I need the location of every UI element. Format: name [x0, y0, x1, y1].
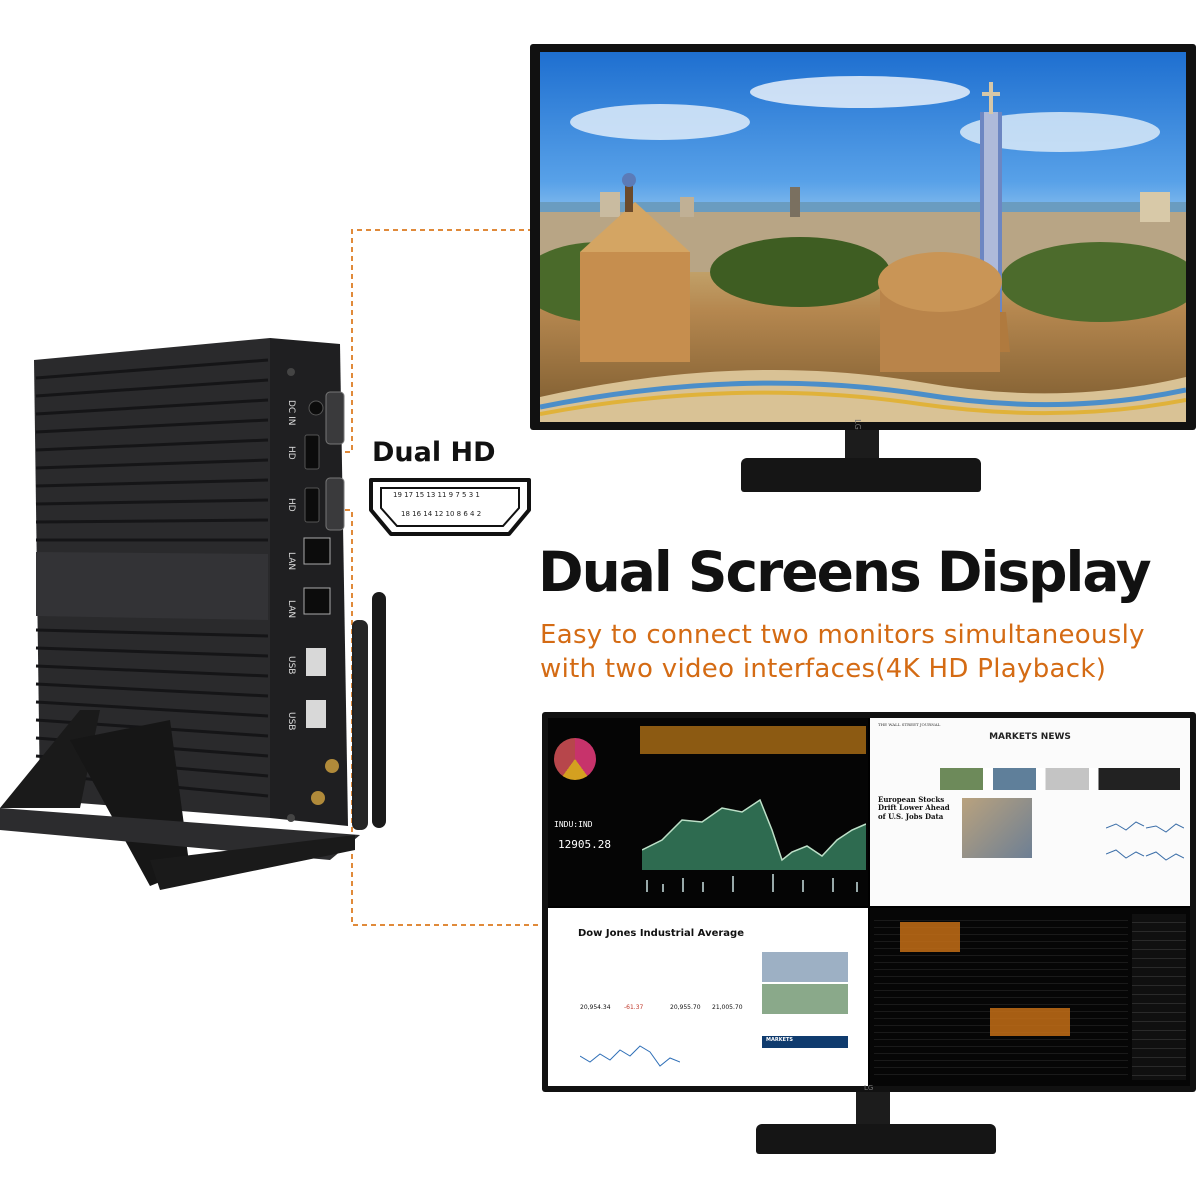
terminal-highlight-1 — [900, 922, 960, 952]
hdmi-pins-top: 19 17 15 13 11 9 7 5 3 1 — [393, 491, 480, 499]
hdmi-connector-icon: 19 17 15 13 11 9 7 5 3 1 18 16 14 12 10 … — [365, 476, 535, 538]
news-headline: European Stocks Drift Lower Ahead of U.S… — [878, 795, 950, 821]
headline: Dual Screens Display — [538, 540, 1152, 604]
hdmi-pins-bottom: 18 16 14 12 10 8 6 4 2 — [401, 510, 482, 518]
price-area-chart — [642, 798, 866, 892]
top-monitor-screen — [540, 52, 1186, 422]
dow-photos — [762, 952, 848, 1014]
news-photo — [962, 798, 1032, 858]
monitor-logo: LG — [852, 419, 862, 430]
port-label-usb-2: USB — [286, 712, 296, 731]
markets-box-label: MARKETS — [766, 1037, 793, 1043]
donut-chart — [554, 738, 596, 780]
terminal-chart-panel: INDU:IND 12905.28 — [548, 718, 868, 906]
terminal-highlight-2 — [990, 1008, 1070, 1036]
dual-hd-label: Dual HD — [372, 437, 496, 468]
terminal-header-bar — [640, 726, 866, 754]
markets-news-title: MARKETS NEWS — [989, 732, 1071, 742]
ticker-symbol: INDU:IND — [554, 820, 593, 829]
bottom-monitor-base — [756, 1124, 996, 1154]
port-label-hd-2: HD — [286, 498, 296, 512]
antenna-1 — [372, 592, 386, 828]
dow-value-2: -61.37 — [624, 1004, 644, 1011]
dow-jones-title: Dow Jones Industrial Average — [578, 928, 744, 939]
port-label-usb-1: USB — [286, 656, 296, 675]
dow-value-3: 20,955.70 — [670, 1004, 701, 1011]
news-panel: THE WALL STREET JOURNAL MARKETS NEWS Eur… — [870, 718, 1190, 906]
mini-market-charts — [1106, 821, 1184, 861]
subtitle-line-1: Easy to connect two monitors simultaneou… — [540, 620, 1145, 650]
mini-pc — [0, 330, 386, 890]
bottom-monitor: INDU:IND 12905.28 THE WALL STREET JOURNA… — [542, 712, 1196, 1092]
bottom-monitor-screen: INDU:IND 12905.28 THE WALL STREET JOURNA… — [548, 718, 1190, 1086]
markets-box — [762, 1036, 848, 1048]
wsj-masthead: THE WALL STREET JOURNAL — [878, 722, 941, 727]
dow-value-4: 21,005.70 — [712, 1004, 743, 1011]
subtitle-line-2: with two video interfaces(4K HD Playback… — [540, 654, 1107, 684]
news-thumbnails — [940, 768, 1180, 790]
port-label-dc-in: DC IN — [286, 400, 296, 426]
top-monitor: LG — [530, 44, 1196, 430]
antenna-2 — [354, 620, 368, 830]
bottom-monitor-logo: LG — [864, 1084, 874, 1092]
port-label-lan-2: LAN — [286, 600, 296, 619]
terminal-data-panel — [870, 908, 1190, 1086]
dow-value-1: 20,954.34 — [580, 1004, 611, 1011]
index-value: 12905.28 — [558, 838, 611, 851]
park-guell-image — [540, 76, 1186, 422]
port-label-hd-1: HD — [286, 446, 296, 460]
top-monitor-base — [741, 458, 981, 492]
dow-line-chart — [580, 1045, 680, 1067]
terminal-sidebar — [1132, 914, 1186, 1080]
port-label-lan-1: LAN — [286, 552, 296, 571]
dow-jones-panel: Dow Jones Industrial Average 20,954.34 -… — [548, 908, 868, 1086]
